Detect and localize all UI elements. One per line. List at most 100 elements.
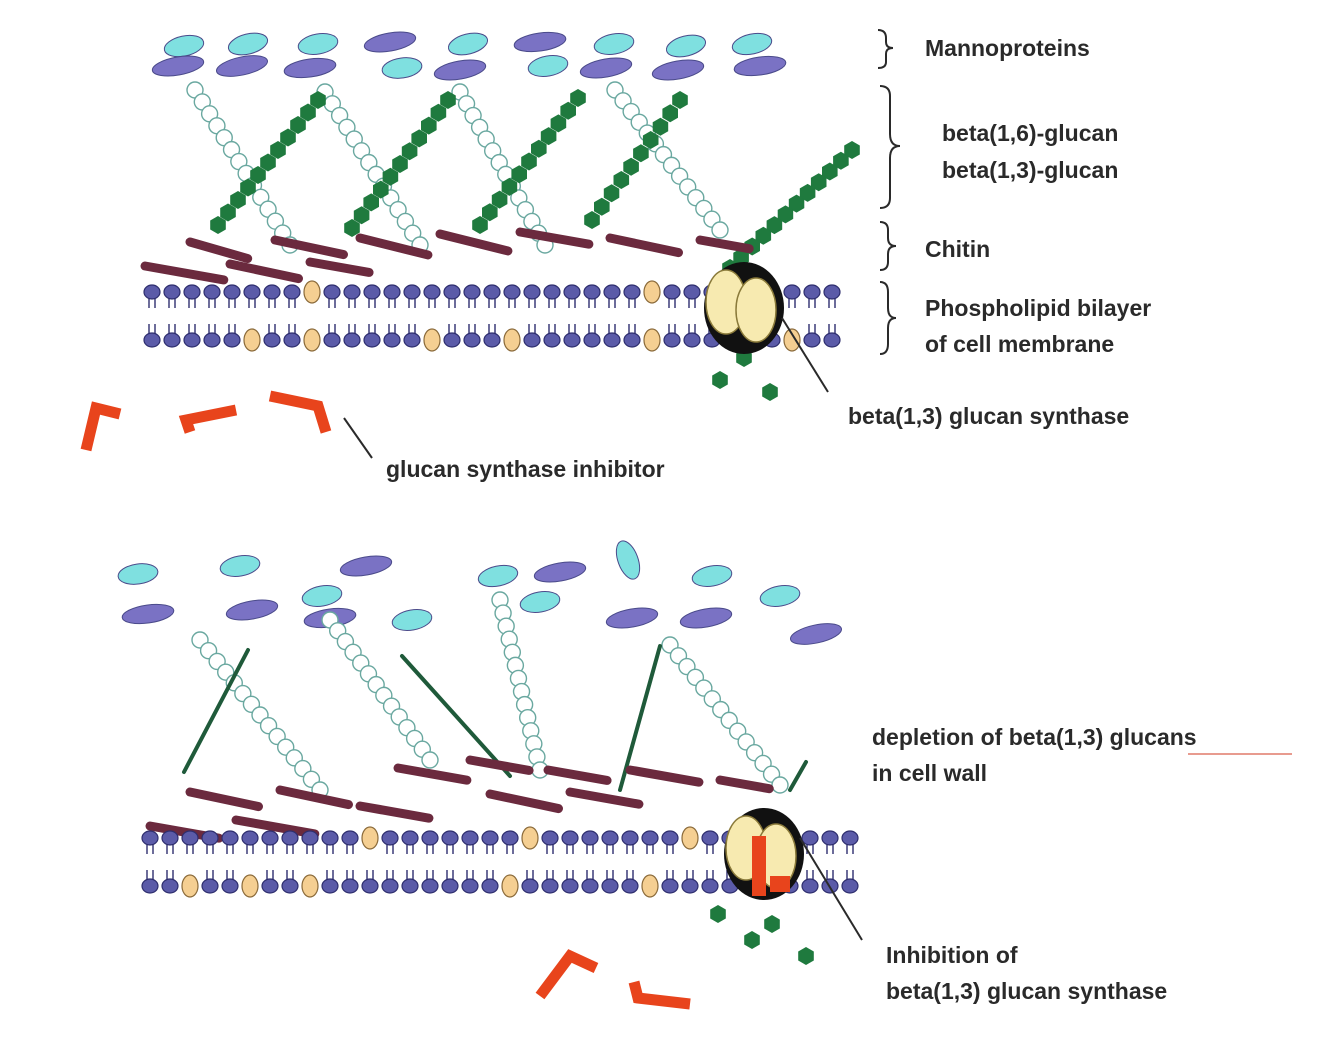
mannoprotein-cyan — [447, 32, 489, 56]
lipid-head-inner — [561, 878, 579, 894]
glucan-monomer — [762, 383, 778, 401]
lipid-head-inner — [661, 878, 679, 894]
beta16-glucan-bead — [344, 219, 360, 237]
beta16-glucan-bead — [472, 216, 488, 234]
lipid-head-inner — [263, 332, 281, 348]
lipid-head-inner — [361, 878, 379, 894]
beta16-glucan-bead — [353, 206, 370, 225]
mannoprotein-cyan — [527, 55, 569, 77]
mannoprotein-cyan — [297, 33, 339, 55]
lipid-head-outer — [563, 284, 581, 300]
brace-phospholipid — [879, 281, 897, 355]
mannoprotein-purple — [733, 55, 787, 77]
beta16-glucan-bead — [844, 141, 860, 159]
lipid-head-outer — [143, 284, 161, 300]
beta16-glucan-bead — [662, 104, 678, 123]
beta16-glucan-bead — [777, 205, 794, 224]
sterol — [521, 826, 539, 850]
sterol — [681, 826, 699, 850]
beta16-glucan-bead — [603, 184, 620, 203]
depleted-glucan-strand — [182, 648, 250, 774]
inhibitor-molecule — [535, 949, 599, 1000]
lipid-head-inner — [363, 332, 381, 348]
top-panel — [80, 31, 860, 452]
lipid-head-outer — [443, 284, 461, 300]
chitin-fiber — [715, 775, 774, 794]
lipid-head-outer — [641, 830, 659, 846]
mannoprotein-cyan — [691, 565, 733, 587]
chitin-fiber — [625, 765, 704, 787]
lipid-head-outer — [841, 830, 859, 846]
glucan-monomer — [798, 947, 814, 965]
mannoprotein-purple — [433, 59, 487, 81]
lipid-head-outer — [523, 284, 541, 300]
bottom-beta13-glucan-chains — [191, 591, 789, 799]
bottom-chitin — [145, 755, 774, 843]
lipid-head-inner — [603, 332, 621, 348]
lipid-head-inner — [683, 332, 701, 348]
label-mannoproteins: Mannoproteins — [925, 35, 1090, 61]
lipid-head-inner — [161, 878, 179, 894]
lipid-head-inner — [823, 332, 841, 348]
lipid-head-inner — [663, 332, 681, 348]
mannoprotein-purple — [225, 599, 279, 621]
beta16-glucan-bead — [270, 141, 286, 159]
beta16-glucan-bead — [833, 151, 849, 170]
lipid-head-outer — [581, 830, 599, 846]
mannoprotein-purple — [151, 55, 205, 77]
lipid-head-inner — [481, 878, 499, 894]
mannoprotein-cyan — [219, 555, 261, 577]
beta16-glucan-bead — [560, 101, 576, 120]
chitin-fiber — [565, 787, 644, 809]
sterol — [643, 328, 661, 352]
mannoprotein-cyan — [477, 564, 519, 588]
lipid-head-outer — [241, 830, 259, 846]
beta16-glucan-bead — [421, 116, 437, 135]
lipid-head-inner — [183, 332, 201, 348]
lipid-head-inner — [341, 878, 359, 894]
beta16-glucan-bead — [401, 142, 418, 161]
sterol — [641, 874, 659, 898]
beta16-glucan-bead — [766, 216, 783, 235]
lipid-head-inner — [463, 332, 481, 348]
lipid-head-inner — [681, 878, 699, 894]
bound-inhibitor — [752, 836, 766, 896]
beta16-glucan-bead — [652, 117, 669, 136]
beta16-glucan-bead — [382, 167, 399, 186]
lipid-head-outer — [561, 830, 579, 846]
beta16-glucan-bead — [540, 127, 557, 146]
top-chitin — [140, 227, 754, 285]
sterol — [643, 280, 661, 304]
lipid-head-inner — [321, 878, 339, 894]
lipid-head-outer — [343, 284, 361, 300]
lipid-head-outer — [223, 284, 241, 300]
lipid-head-inner — [141, 878, 159, 894]
mannoprotein-purple — [513, 31, 567, 53]
lipid-head-outer — [701, 830, 719, 846]
bottom-depleted-glucan-strands — [182, 644, 814, 965]
lipid-head-outer — [341, 830, 359, 846]
mannoprotein-cyan — [615, 540, 641, 580]
beta16-glucan-bead — [810, 173, 827, 192]
sterol — [241, 874, 259, 898]
chitin-fiber — [305, 257, 374, 277]
lipid-head-inner — [701, 878, 719, 894]
lipid-head-inner — [521, 878, 539, 894]
lipid-head-inner — [601, 878, 619, 894]
beta16-glucan-bead — [570, 89, 586, 107]
sterol — [783, 328, 801, 352]
label-chitin: Chitin — [925, 236, 990, 262]
beta16-glucan-bead — [210, 216, 226, 234]
mannoprotein-purple — [651, 59, 705, 81]
lipid-head-outer — [481, 830, 499, 846]
lipid-head-inner — [803, 332, 821, 348]
sterol — [361, 826, 379, 850]
beta16-glucan-bead — [482, 203, 498, 222]
lipid-head-outer — [243, 284, 261, 300]
lipid-head-outer — [381, 830, 399, 846]
lipid-head-outer — [203, 284, 221, 300]
lipid-head-outer — [661, 830, 679, 846]
lipid-head-outer — [461, 830, 479, 846]
lipid-head-inner — [383, 332, 401, 348]
